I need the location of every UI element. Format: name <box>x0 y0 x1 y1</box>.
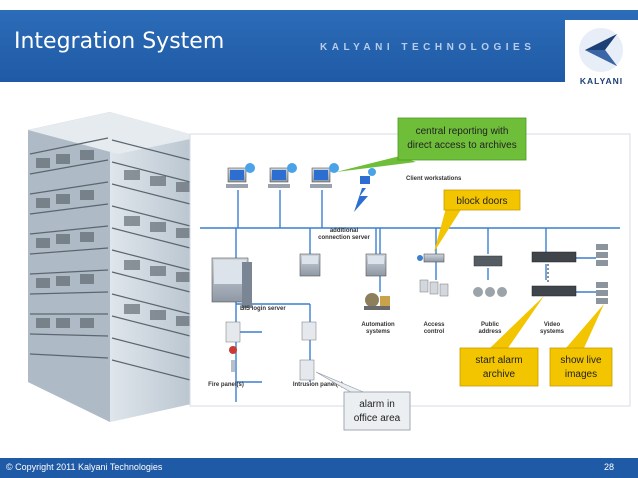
slide-header: Integration System KALYANI TECHNOLOGIES … <box>0 10 638 92</box>
fire-panels-label: Fire panel(s) <box>208 382 244 388</box>
show-live-callout <box>549 347 613 387</box>
intrusion-panels-label: Intrusion panel(s) <box>293 382 343 388</box>
start-alarm-callout <box>459 347 539 387</box>
logo-mark-icon <box>579 28 623 72</box>
access-control-icon <box>417 253 449 297</box>
alarm-office-line-2: office area <box>354 413 401 424</box>
video-systems-label-2: systems <box>540 329 565 335</box>
bis-login-server-label: BIS login server <box>240 306 286 312</box>
alarm-office-line-1: alarm in <box>359 399 395 410</box>
intrusion-panel-icon <box>299 321 317 381</box>
show-live-pointer <box>566 304 604 348</box>
access-label-2: control <box>424 329 445 335</box>
page-number: 28 <box>603 462 614 472</box>
central-reporting-callout <box>397 117 527 161</box>
connection-server-icon <box>365 253 387 277</box>
copyright-text: © Copyright 2011 Kalyani Technologies <box>6 462 163 472</box>
slide-title: Integration System <box>14 29 225 54</box>
integration-diagram: Client workstations BIS login server add… <box>28 112 631 431</box>
block-doors-text: block doors <box>456 196 507 207</box>
fire-panel-icon <box>225 321 241 372</box>
automation-systems-icon <box>364 293 390 310</box>
client-workstation-icon <box>310 163 339 188</box>
remote-client-icon <box>354 168 376 212</box>
central-reporting-line-1: central reporting with <box>416 126 509 137</box>
start-alarm-pointer <box>490 296 544 348</box>
client-workstation-icon <box>226 163 255 188</box>
start-alarm-line-1: start alarm <box>475 355 522 366</box>
company-name: KALYANI TECHNOLOGIES <box>320 42 536 53</box>
access-label-1: Access <box>423 322 445 328</box>
video-systems-label-1: Video <box>544 322 561 328</box>
central-reporting-line-2: direct access to archives <box>407 140 517 151</box>
client-workstations-label: Client workstations <box>406 176 462 182</box>
slide-footer: © Copyright 2011 Kalyani Technologies 28 <box>0 458 638 478</box>
building-illustration <box>28 112 200 422</box>
camera-icon <box>596 244 608 304</box>
additional-server-label-1: additional <box>330 228 359 234</box>
alarm-office-callout <box>343 391 411 431</box>
automation-label-2: systems <box>366 329 391 335</box>
connection-server-icon <box>299 253 321 277</box>
public-address-label-2: address <box>478 329 502 335</box>
video-recorder-icon <box>531 251 577 297</box>
bis-login-server-icon <box>211 257 252 308</box>
block-doors-pointer <box>434 208 462 252</box>
kalyani-logo: KALYANI <box>565 20 638 92</box>
logo-text: KALYANI <box>579 76 624 86</box>
client-workstation-icon <box>268 163 297 188</box>
public-address-label-1: Public <box>481 322 500 328</box>
central-reporting-pointer <box>336 156 416 172</box>
start-alarm-line-2: archive <box>483 369 516 380</box>
show-live-line-1: show live <box>560 355 602 366</box>
show-live-line-2: images <box>565 369 597 380</box>
block-doors-callout <box>443 189 521 211</box>
public-address-icon <box>473 255 507 297</box>
additional-server-label-2: connection server <box>318 235 370 241</box>
automation-label-1: Automation <box>361 322 395 328</box>
